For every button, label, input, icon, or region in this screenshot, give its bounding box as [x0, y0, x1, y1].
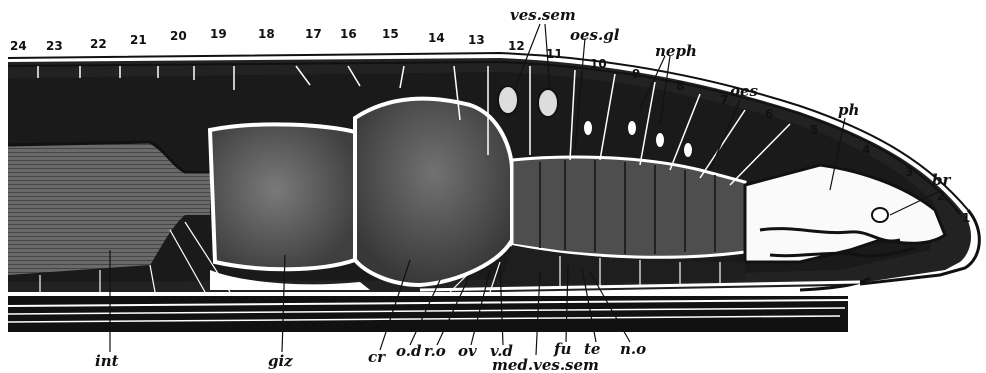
segment-number: 11	[546, 47, 563, 61]
segment-number: 20	[170, 29, 187, 43]
label-oes-gl: oes.gl	[570, 26, 620, 44]
segment-number: 4	[862, 143, 870, 157]
segment-number: 9	[632, 67, 640, 81]
nephridium-2	[628, 121, 636, 135]
segment-number: 12	[508, 39, 525, 53]
seminal-vesicle-2	[538, 89, 558, 117]
seminal-vesicle-1	[498, 86, 518, 114]
segment-number: 24	[10, 39, 27, 53]
label-oes: oes	[730, 82, 759, 100]
segment-number: 1	[962, 211, 970, 225]
segment-number: 16	[340, 27, 357, 41]
segment-number: 8	[676, 79, 684, 93]
oesophagus	[512, 157, 745, 257]
segment-number: 15	[382, 27, 399, 41]
gizzard	[210, 124, 355, 269]
label-ro: r.o	[424, 342, 446, 360]
nephridium-3	[656, 133, 664, 147]
segment-number: 10	[590, 57, 607, 71]
label-no: n.o	[620, 340, 646, 358]
nephridium-1	[584, 121, 592, 135]
label-neph: neph	[655, 42, 697, 60]
segment-number: 21	[130, 33, 147, 47]
label-cr: cr	[368, 348, 386, 366]
label-int: int	[95, 352, 119, 370]
label-od: o.d	[396, 342, 422, 360]
label-ves-sem: ves.sem	[510, 6, 576, 24]
segment-number: 3	[905, 165, 913, 179]
segment-number: 2	[937, 189, 945, 203]
nephridium-4	[684, 143, 692, 157]
segment-number: 22	[90, 37, 107, 51]
segment-number: 7	[720, 93, 728, 107]
segment-number: 5	[810, 123, 818, 137]
label-med-ves-sem: med.ves.sem	[492, 356, 599, 373]
segment-number: 23	[46, 39, 63, 53]
label-ph: ph	[838, 101, 859, 119]
label-br: br	[932, 171, 951, 189]
label-giz: giz	[268, 352, 293, 370]
segment-number: 19	[210, 27, 227, 41]
segment-number: 18	[258, 27, 275, 41]
segment-number: 6	[765, 107, 773, 121]
label-ov: ov	[458, 342, 477, 360]
brain	[872, 208, 888, 222]
segment-number: 13	[468, 33, 485, 47]
segment-number: 14	[428, 31, 445, 45]
segment-number: 17	[305, 27, 322, 41]
